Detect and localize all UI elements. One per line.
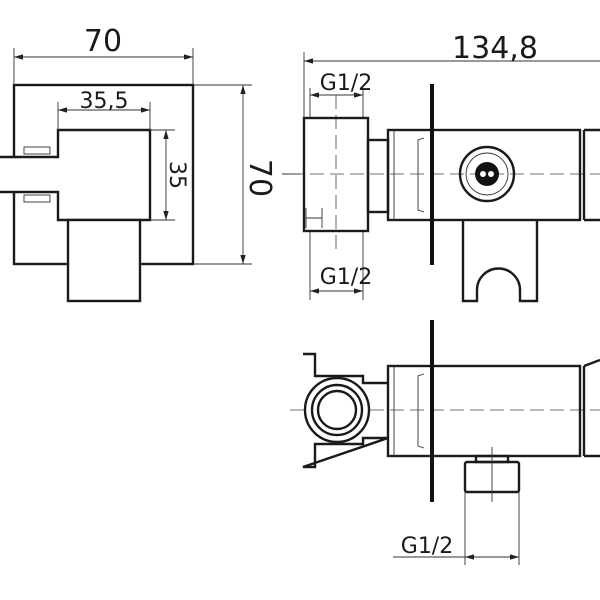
thread-bottom-label: G1/2: [320, 265, 372, 290]
valve-body: [386, 128, 582, 222]
dim-inner-width-label: 35,5: [80, 89, 129, 114]
outlet-thread-label: G1/2: [401, 534, 453, 559]
dim-length-label: 134,8: [452, 31, 538, 66]
top-view: G1/2: [290, 320, 600, 565]
dim-inner-height-label: 35: [164, 161, 189, 189]
dim-width-label: 70: [84, 24, 122, 59]
thread-top-label: G1/2: [320, 71, 372, 96]
side-view: 134,8 G1/2 G1/2: [290, 31, 600, 303]
inlet-fitting: [302, 116, 370, 233]
wall-flange: [302, 352, 389, 469]
dim-height-label: 70: [242, 159, 277, 197]
nub-bottom: [23, 194, 51, 203]
nub-top: [23, 146, 51, 155]
handle-knob: [458, 145, 516, 203]
hand-shower-holder: [461, 220, 539, 303]
front-view: 70 35,5 35 70: [0, 24, 300, 303]
valve-block: [0, 128, 152, 222]
lower-block: [66, 218, 142, 303]
